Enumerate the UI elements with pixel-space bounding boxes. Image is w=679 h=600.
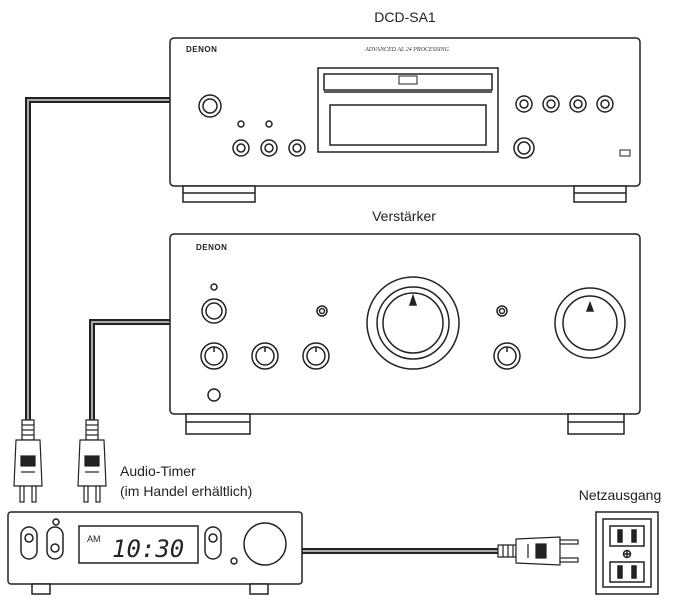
audio-timer: AM 10:30	[7, 511, 303, 595]
cd-player-power-cord	[25, 97, 173, 423]
amplifier-foot-right	[567, 413, 625, 435]
amp-volume-knob[interactable]	[366, 276, 460, 370]
timer-am-label: AM	[87, 534, 101, 544]
tray-logo-icon	[398, 75, 418, 85]
amplifier-label: Verstärker	[372, 208, 436, 224]
timer-foot-left	[31, 583, 51, 595]
cd-player-foot-right	[573, 185, 627, 203]
timer-display	[78, 525, 199, 564]
cd-player-label: DCD-SA1	[374, 9, 436, 25]
cd-player-foot-left	[182, 185, 256, 203]
timer-switch-3[interactable]	[204, 526, 222, 560]
timer-label-line1: Audio-Timer	[120, 463, 196, 479]
timer-indicator	[52, 518, 60, 526]
amplifier-foot-left	[185, 413, 251, 435]
amplifier-brand: DENON	[196, 243, 227, 252]
amp-knob-4[interactable]	[493, 342, 521, 370]
amp-knob-1[interactable]	[200, 342, 228, 370]
cd-indicator-1	[237, 120, 245, 128]
timer-small-indicator	[230, 557, 238, 565]
amplifier-power-cord	[89, 319, 173, 423]
wall-outlet	[595, 511, 659, 595]
cd-indicator-2	[265, 120, 273, 128]
cd-player-plug	[13, 419, 43, 503]
amplifier-plug	[77, 419, 107, 503]
amplifier: DENON	[169, 233, 641, 435]
timer-time-display: 10:30	[112, 535, 184, 563]
timer-label-line2: (im Handel erhältlich)	[120, 483, 252, 499]
timer-dial[interactable]	[243, 522, 287, 566]
amp-selector-knob[interactable]	[554, 287, 626, 359]
outlet-plug	[497, 536, 579, 566]
cd-player-header-text: ADVANCED AL 24 PROCESSING	[364, 46, 450, 53]
timer-switch-1[interactable]	[20, 526, 38, 560]
outlet-label: Netzausgang	[579, 487, 662, 503]
cd-player-brand: DENON	[186, 45, 217, 54]
amp-knob-2[interactable]	[251, 342, 279, 370]
outlet-socket-bottom	[609, 561, 645, 583]
cd-player: DENON ADVANCED AL 24 PROCESSING	[169, 37, 641, 203]
timer-switch-2[interactable]	[46, 526, 64, 560]
amp-headphone-jack[interactable]	[207, 388, 221, 402]
amp-knob-3[interactable]	[302, 342, 330, 370]
outlet-socket-top	[609, 525, 645, 547]
power-cords	[25, 97, 501, 554]
cd-logo-icon	[619, 149, 631, 157]
amp-indicator	[210, 283, 218, 291]
timer-foot-right	[249, 583, 269, 595]
